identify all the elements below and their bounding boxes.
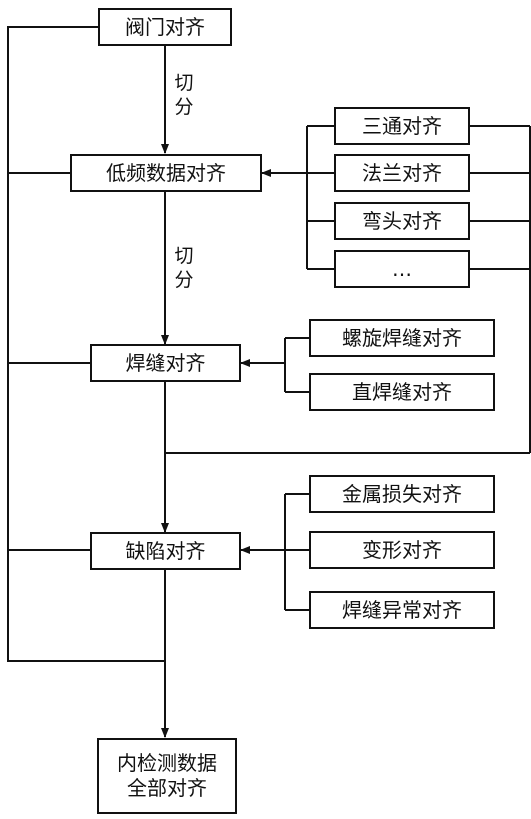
edge-label-char: 分 [174, 95, 194, 118]
input-label: 金属损失对齐 [342, 481, 462, 506]
node-label: 低频数据对齐 [106, 160, 226, 185]
node-label-line1: 内检测数据 [117, 751, 217, 775]
input-label: 焊缝异常对齐 [342, 597, 462, 622]
input-label: 变形对齐 [362, 537, 442, 562]
input-more-ellipsis: … [334, 250, 470, 288]
input-label: 弯头对齐 [362, 208, 442, 233]
input-elbow-alignment: 弯头对齐 [334, 202, 470, 240]
edge-label-cut-1: 切 分 [169, 72, 199, 120]
node-low-frequency-alignment: 低频数据对齐 [70, 154, 262, 192]
input-label: 三通对齐 [362, 113, 442, 138]
input-flange-alignment: 法兰对齐 [334, 154, 470, 192]
edge-label-char: 切 [174, 72, 194, 94]
input-spiral-weld-alignment: 螺旋焊缝对齐 [309, 319, 495, 357]
input-label: 螺旋焊缝对齐 [342, 325, 462, 350]
node-label: 焊缝对齐 [125, 350, 206, 375]
edge-label-cut-2: 切 分 [169, 245, 199, 293]
input-tee-alignment: 三通对齐 [334, 107, 470, 145]
node-label-line2: 全部对齐 [127, 776, 207, 800]
node-all-data-aligned: 内检测数据 全部对齐 [97, 738, 237, 814]
input-metal-loss-alignment: 金属损失对齐 [309, 475, 495, 513]
input-label: 直焊缝对齐 [352, 379, 452, 404]
node-label: 阀门对齐 [125, 14, 205, 39]
input-straight-weld-alignment: 直焊缝对齐 [309, 373, 495, 411]
left-bypass-line [7, 26, 165, 662]
node-weld-alignment: 焊缝对齐 [90, 344, 241, 382]
input-label: … [392, 256, 412, 281]
node-defect-alignment: 缺陷对齐 [90, 532, 241, 570]
input-weld-anomaly-alignment: 焊缝异常对齐 [309, 591, 495, 629]
edge-label-char: 切 [174, 245, 194, 267]
node-label: 缺陷对齐 [125, 538, 206, 563]
input-deformation-alignment: 变形对齐 [309, 531, 495, 569]
edge-label-char: 分 [174, 268, 194, 291]
node-valve-alignment: 阀门对齐 [98, 8, 232, 46]
input-label: 法兰对齐 [362, 160, 442, 185]
